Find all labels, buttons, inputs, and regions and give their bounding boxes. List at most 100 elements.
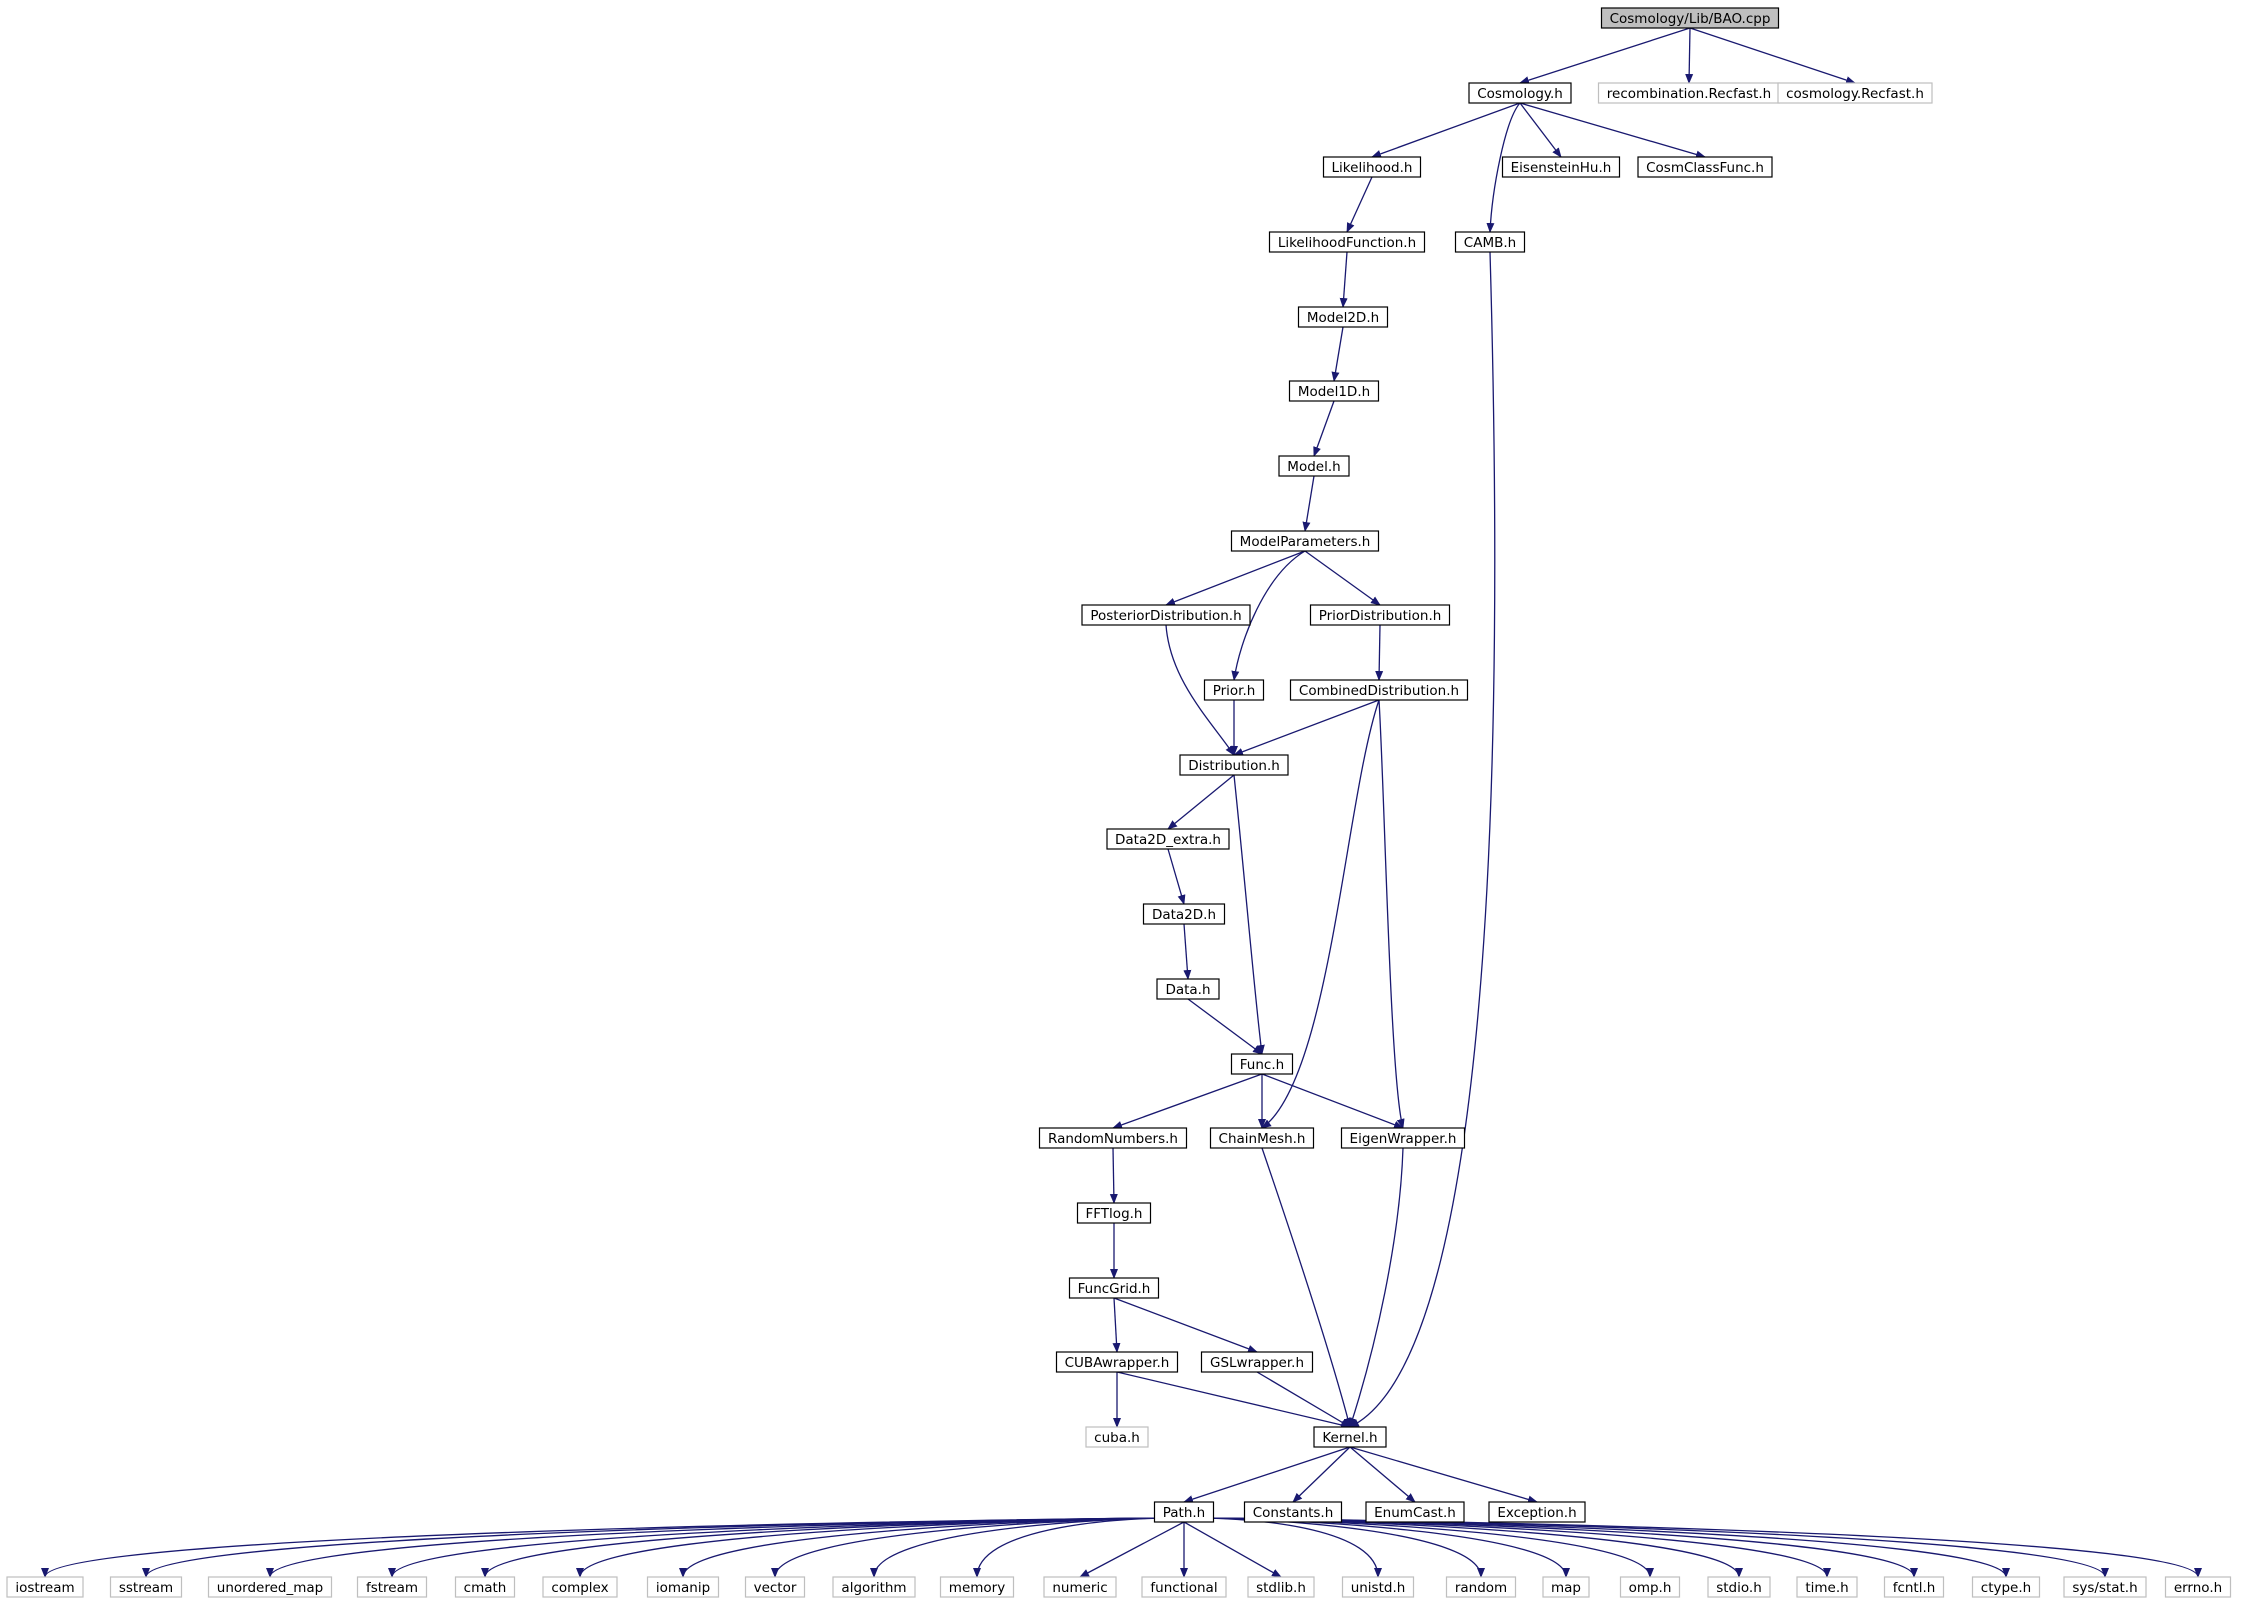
node-exception-h[interactable]: Exception.h bbox=[1488, 1501, 1586, 1523]
edge-gslwrapper-h-to-kernel-h bbox=[1256, 1371, 1351, 1428]
edge-func-h-to-randomnumbers-h bbox=[1112, 1073, 1263, 1129]
node-box bbox=[356, 1576, 428, 1598]
node-time-h: time.h bbox=[1796, 1576, 1858, 1598]
node-box bbox=[1289, 679, 1469, 701]
edge-cosmology-h-to-camb-h bbox=[1486, 102, 1521, 233]
node-data2d-extra-h[interactable]: Data2D_extra.h bbox=[1106, 828, 1230, 850]
node-label: FFTlog.h bbox=[1086, 1206, 1143, 1222]
node-funcgrid-h[interactable]: FuncGrid.h bbox=[1068, 1277, 1160, 1299]
node-likelihoodfunction-h[interactable]: LikelihoodFunction.h bbox=[1268, 231, 1426, 253]
node-label: Kernel.h bbox=[1322, 1430, 1377, 1446]
node-label: unistd.h bbox=[1351, 1580, 1406, 1596]
node-fftlog-h[interactable]: FFTlog.h bbox=[1076, 1202, 1152, 1224]
node-label: cmath bbox=[464, 1580, 507, 1596]
edge-chainmesh-h-to-kernel-h bbox=[1261, 1147, 1352, 1428]
node-constants-h[interactable]: Constants.h bbox=[1243, 1501, 1343, 1523]
node-label: stdio.h bbox=[1716, 1580, 1762, 1596]
node-label: numeric bbox=[1052, 1580, 1107, 1596]
node-data-h[interactable]: Data.h bbox=[1156, 978, 1220, 1000]
edge-cosmology-h-to-eisensteinhu-h bbox=[1519, 102, 1562, 158]
node-label: random bbox=[1455, 1580, 1507, 1596]
node-label: Cosmology/Lib/BAO.cpp bbox=[1610, 11, 1771, 27]
node-box bbox=[1445, 1576, 1517, 1598]
node-box bbox=[109, 1576, 183, 1598]
node-enumcast-h[interactable]: EnumCast.h bbox=[1365, 1501, 1465, 1523]
node-cubawrapper-h[interactable]: CUBAwrapper.h bbox=[1055, 1351, 1179, 1373]
node-label: Cosmology.h bbox=[1477, 86, 1563, 102]
node-model2d-h[interactable]: Model2D.h bbox=[1297, 306, 1389, 328]
node-box bbox=[1278, 455, 1350, 477]
node-kernel-h[interactable]: Kernel.h bbox=[1313, 1426, 1387, 1448]
node-data2d-h[interactable]: Data2D.h bbox=[1142, 903, 1226, 925]
node-box bbox=[2063, 1576, 2147, 1598]
node-box bbox=[1340, 1127, 1466, 1149]
node-box bbox=[1488, 1501, 1586, 1523]
node-distribution-h[interactable]: Distribution.h bbox=[1179, 754, 1289, 776]
node-posteriordistribution-h[interactable]: PosteriorDistribution.h bbox=[1081, 604, 1251, 626]
node-label: stdlib.h bbox=[1256, 1580, 1306, 1596]
node-label: cosmology.Recfast.h bbox=[1786, 86, 1924, 102]
node-label: Model1D.h bbox=[1298, 384, 1370, 400]
node-model-h[interactable]: Model.h bbox=[1278, 455, 1350, 477]
node-iostream: iostream bbox=[6, 1576, 84, 1598]
edge-funcgrid-h-to-cubawrapper-h bbox=[1112, 1297, 1121, 1353]
node-vector: vector bbox=[744, 1576, 806, 1598]
node-box bbox=[1268, 231, 1426, 253]
node-label: Likelihood.h bbox=[1332, 160, 1413, 176]
edge-model2d-h-to-model1d-h bbox=[1331, 326, 1344, 382]
node-priordistribution-h[interactable]: PriorDistribution.h bbox=[1309, 604, 1451, 626]
node-fstream: fstream bbox=[356, 1576, 428, 1598]
node-chainmesh-h[interactable]: ChainMesh.h bbox=[1209, 1127, 1315, 1149]
node-box bbox=[1141, 1576, 1227, 1598]
node-path-h[interactable]: Path.h bbox=[1153, 1501, 1215, 1523]
node-stdio-h: stdio.h bbox=[1707, 1576, 1771, 1598]
node-box bbox=[1055, 1351, 1179, 1373]
node-box bbox=[1707, 1576, 1771, 1598]
node-camb-h[interactable]: CAMB.h bbox=[1454, 231, 1526, 253]
node-label: ctype.h bbox=[1981, 1580, 2031, 1596]
node-stdlib-h: stdlib.h bbox=[1247, 1576, 1315, 1598]
node-box bbox=[1501, 156, 1621, 178]
node-label: ChainMesh.h bbox=[1219, 1131, 1306, 1147]
node-label: sstream bbox=[119, 1580, 173, 1596]
edge-data-h-to-func-h bbox=[1187, 998, 1263, 1055]
node-root[interactable]: Cosmology/Lib/BAO.cpp bbox=[1600, 7, 1780, 29]
node-eigenwrapper-h[interactable]: EigenWrapper.h bbox=[1340, 1127, 1466, 1149]
edge-model1d-h-to-model-h bbox=[1313, 400, 1335, 457]
node-eisensteinhu-h[interactable]: EisensteinHu.h bbox=[1501, 156, 1621, 178]
node-box bbox=[1156, 978, 1220, 1000]
node-ctype-h: ctype.h bbox=[1971, 1576, 2041, 1598]
node-func-h[interactable]: Func.h bbox=[1230, 1053, 1294, 1075]
node-box bbox=[1542, 1576, 1590, 1598]
edge-likelihood-h-to-likelihoodfunction-h bbox=[1346, 176, 1373, 233]
node-box bbox=[1454, 231, 1526, 253]
edge-distribution-h-to-func-h bbox=[1233, 774, 1265, 1055]
node-unordered-map: unordered_map bbox=[207, 1576, 333, 1598]
node-cosmclassfunc-h[interactable]: CosmClassFunc.h bbox=[1637, 156, 1773, 178]
node-combineddistribution-h[interactable]: CombinedDistribution.h bbox=[1289, 679, 1469, 701]
node-label: iostream bbox=[15, 1580, 74, 1596]
node-prior-h[interactable]: Prior.h bbox=[1203, 679, 1265, 701]
node-randomnumbers-h[interactable]: RandomNumbers.h bbox=[1038, 1127, 1188, 1149]
node-label: vector bbox=[754, 1580, 797, 1596]
node-cosmology-h[interactable]: Cosmology.h bbox=[1468, 82, 1572, 104]
node-unistd-h: unistd.h bbox=[1341, 1576, 1415, 1598]
node-model1d-h[interactable]: Model1D.h bbox=[1288, 380, 1380, 402]
node-likelihood-h[interactable]: Likelihood.h bbox=[1322, 156, 1422, 178]
node-label: omp.h bbox=[1629, 1580, 1672, 1596]
node-box bbox=[1142, 903, 1226, 925]
node-modelparameters-h[interactable]: ModelParameters.h bbox=[1230, 530, 1380, 552]
edge-camb-h-to-kernel-h bbox=[1349, 251, 1496, 1428]
edge-path-h-to-iomanip bbox=[679, 1517, 1175, 1578]
node-box bbox=[1883, 1576, 1945, 1598]
node-label: memory bbox=[949, 1580, 1005, 1596]
node-label: FuncGrid.h bbox=[1078, 1281, 1151, 1297]
node-gslwrapper-h[interactable]: GSLwrapper.h bbox=[1200, 1351, 1314, 1373]
node-box bbox=[1209, 1127, 1315, 1149]
node-box bbox=[1038, 1127, 1188, 1149]
node-label: Data.h bbox=[1165, 982, 1210, 998]
node-memory: memory bbox=[939, 1576, 1015, 1598]
node-label: CosmClassFunc.h bbox=[1646, 160, 1764, 176]
